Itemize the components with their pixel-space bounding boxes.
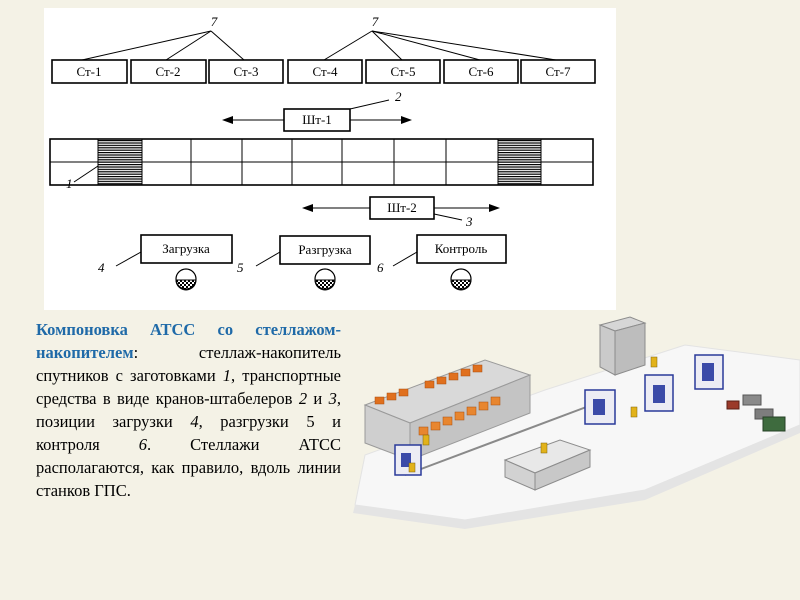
description-text-6: . Стеллажи АТСС располагаются, как прави… xyxy=(36,435,341,500)
station-6-number: 6 xyxy=(377,260,384,275)
machine-cell-1 xyxy=(394,444,422,476)
machine-st-3: Ст-3 xyxy=(208,59,284,84)
station-loading: Загрузка xyxy=(140,234,233,291)
machine-st-2: Ст-2 xyxy=(130,59,207,84)
machine-cell-2 xyxy=(584,389,616,425)
machine-cell-4 xyxy=(694,354,724,390)
group-number-right: 7 xyxy=(372,14,379,29)
machine-st-4: Ст-4 xyxy=(287,59,363,84)
machine-label: Ст-5 xyxy=(390,64,415,79)
description-text-2: , транспортные средства в виде кранов-шт… xyxy=(36,366,341,408)
pallet-row-upper xyxy=(374,364,483,405)
group-lines-left xyxy=(81,30,245,61)
description-colon: : xyxy=(133,343,139,362)
pallet-row-lower xyxy=(418,396,501,436)
machine-st-7: Ст-7 xyxy=(520,59,596,84)
description-text-5: , разгрузки 5 и контроля xyxy=(36,412,341,454)
robot-arm xyxy=(408,356,658,473)
machine-unit-large xyxy=(503,439,592,491)
ref-6: 6 xyxy=(138,435,148,454)
station-5-leader xyxy=(255,251,281,267)
ref-2: 2 xyxy=(298,389,308,408)
station-control: Контроль xyxy=(416,234,507,291)
ref-1: 1 xyxy=(222,366,232,385)
rack-number: 1 xyxy=(66,176,73,191)
group-lines-right xyxy=(323,30,557,61)
description-title: Компоновка АТСС со стеллажом-накопителем xyxy=(36,320,341,362)
machine-st-6: Ст-6 xyxy=(443,59,519,84)
group-number-left: 7 xyxy=(211,14,218,29)
layout-description: Компоновка АТСС со стеллажом-накопителем… xyxy=(36,318,341,502)
crane-label: Шт-2 xyxy=(387,200,417,215)
machine-cell-3 xyxy=(644,374,674,412)
description-text-3: и xyxy=(307,389,329,408)
station-4-number: 4 xyxy=(98,260,105,275)
crane-st-2: Шт-2 xyxy=(302,196,500,220)
atss-layout-diagram: 7 7 Ст-1 Ст-2 Ст-3 Ст-4 Ст-5 Ст-6 Ст-7 xyxy=(49,14,596,291)
machine-label: Ст-4 xyxy=(312,64,338,79)
machine-st-5: Ст-5 xyxy=(365,59,441,84)
station-unloading: Разгрузка xyxy=(279,235,371,291)
production-line-render xyxy=(353,316,800,529)
rack-leader xyxy=(73,165,99,183)
station-label: Загрузка xyxy=(162,241,210,256)
machine-label: Ст-7 xyxy=(545,64,571,79)
crane-rail xyxy=(404,399,606,476)
storage-rack xyxy=(49,138,594,186)
crane-label: Шт-1 xyxy=(302,112,332,127)
description-text-1: стеллаж-накопитель спутников с заготовка… xyxy=(36,343,341,385)
crane-1-leader xyxy=(349,99,390,110)
crane-2-leader xyxy=(433,213,463,221)
machine-st-1: Ст-1 xyxy=(51,59,128,84)
station-label: Контроль xyxy=(435,241,488,256)
ref-4: 4 xyxy=(190,412,199,431)
floor-edge xyxy=(353,425,800,529)
crane-2-number: 3 xyxy=(465,214,473,229)
machine-label: Ст-2 xyxy=(155,64,180,79)
crane-1-number: 2 xyxy=(395,89,402,104)
machine-label: Ст-6 xyxy=(468,64,494,79)
machine-label: Ст-3 xyxy=(233,64,258,79)
storage-crates xyxy=(726,394,786,432)
ref-3: 3 xyxy=(328,389,337,408)
crane-st-1: Шт-1 xyxy=(222,108,412,132)
station-label: Разгрузка xyxy=(298,242,352,257)
station-6-leader xyxy=(392,251,418,267)
machine-unit-tall xyxy=(598,316,647,376)
station-4-leader xyxy=(115,251,142,267)
machine-label: Ст-1 xyxy=(76,64,101,79)
station-5-number: 5 xyxy=(237,260,244,275)
description-text-4: , позиции загрузки xyxy=(36,389,341,431)
